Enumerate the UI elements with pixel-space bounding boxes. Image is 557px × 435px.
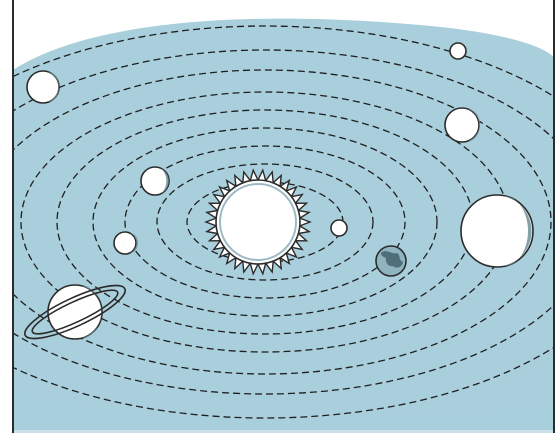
planet-venus — [141, 167, 169, 195]
large-planet-icon — [461, 195, 533, 267]
planet-mars — [114, 232, 138, 254]
sun-body — [216, 180, 300, 264]
small-planet-icon — [450, 43, 466, 59]
small-planet-icon — [331, 220, 347, 236]
planet-icon — [445, 108, 479, 142]
small-planet-icon — [114, 232, 136, 254]
planet-jupiter — [461, 195, 533, 267]
planet-pluto — [450, 43, 466, 59]
planet-neptune — [27, 71, 59, 103]
planet-uranus — [445, 108, 480, 142]
planet-earth — [376, 246, 406, 276]
planet-mercury — [331, 220, 347, 236]
